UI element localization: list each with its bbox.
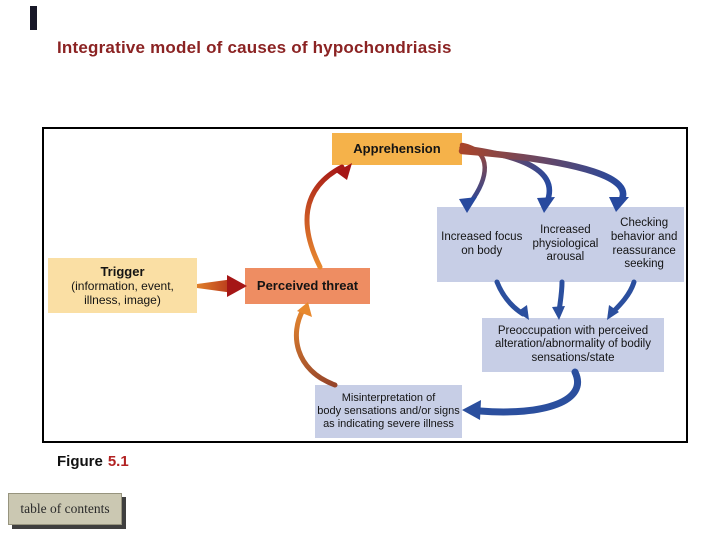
table-of-contents-label: table of contents [20,501,110,516]
node-preoccupation-line3: sensations/state [531,351,615,364]
slide-title: Integrative model of causes of hypochond… [57,38,452,57]
node-trigger-line1: (information, event, [71,279,174,293]
node-perceived-threat-label: Perceived threat [256,278,359,294]
response-physiological-arousal: Increased physiological arousal [532,224,599,264]
node-trigger: Trigger (information, event, illness, im… [48,258,197,313]
decorative-bar [30,6,37,30]
node-preoccupation-line2: alteration/abnormality of bodily [495,338,651,351]
node-misinterpretation-line2: body sensations and/or signs [317,405,460,418]
response-increased-focus: Increased focus on body [441,230,523,257]
node-trigger-title: Trigger [100,263,145,279]
node-preoccupation: Preoccupation with perceived alteration/… [482,318,664,372]
node-apprehension: Apprehension [332,133,462,165]
node-misinterpretation: Misinterpretation of body sensations and… [315,385,462,438]
node-misinterpretation-line3: as indicating severe illness [323,417,454,430]
node-preoccupation-line1: Preoccupation with perceived [497,324,649,337]
node-responses: Increased focus on body Increased physio… [437,207,684,282]
node-perceived-threat: Perceived threat [245,268,370,304]
figure-number: 5.1 [107,453,129,470]
figure-label: Figure [57,453,103,470]
table-of-contents-button[interactable]: table of contents [8,493,122,525]
response-checking-behavior: Checking behavior and reassurance seekin… [610,217,678,271]
node-trigger-line2: illness, image) [84,293,161,308]
node-misinterpretation-line1: Misinterpretation of [341,392,436,405]
node-apprehension-label: Apprehension [353,141,441,157]
